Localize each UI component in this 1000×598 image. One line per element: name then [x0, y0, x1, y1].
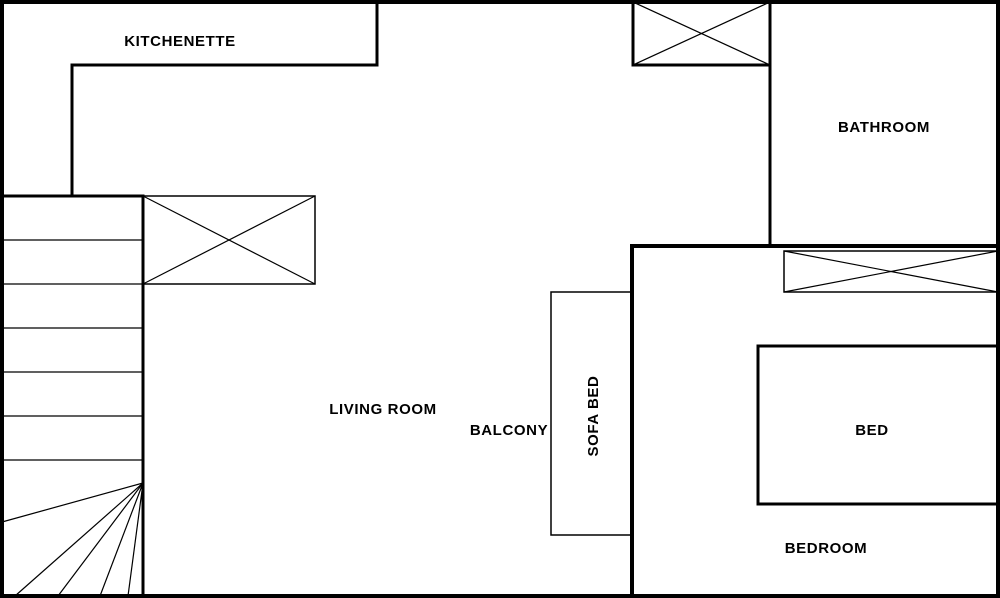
sofa-bed-label: SOFA BED — [585, 376, 602, 457]
bed-label: BED — [855, 422, 888, 439]
void-box-living — [142, 195, 316, 285]
kitchenette-wall — [70, 2, 379, 196]
balcony-label: BALCONY — [470, 422, 548, 439]
living-room-label: LIVING ROOM — [329, 401, 436, 418]
bed — [756, 344, 1000, 506]
void-box-top — [631, 0, 772, 67]
bathroom-label: BATHROOM — [838, 119, 930, 136]
stairs-enclosure-wall — [2, 194, 145, 596]
wardrobe — [783, 250, 999, 293]
sofa-bed — [550, 291, 633, 536]
bedroom-label: BEDROOM — [785, 540, 868, 557]
kitchenette-label: KITCHENETTE — [124, 33, 236, 50]
stair-winders — [1, 482, 144, 597]
stair-treads — [2, 239, 143, 461]
